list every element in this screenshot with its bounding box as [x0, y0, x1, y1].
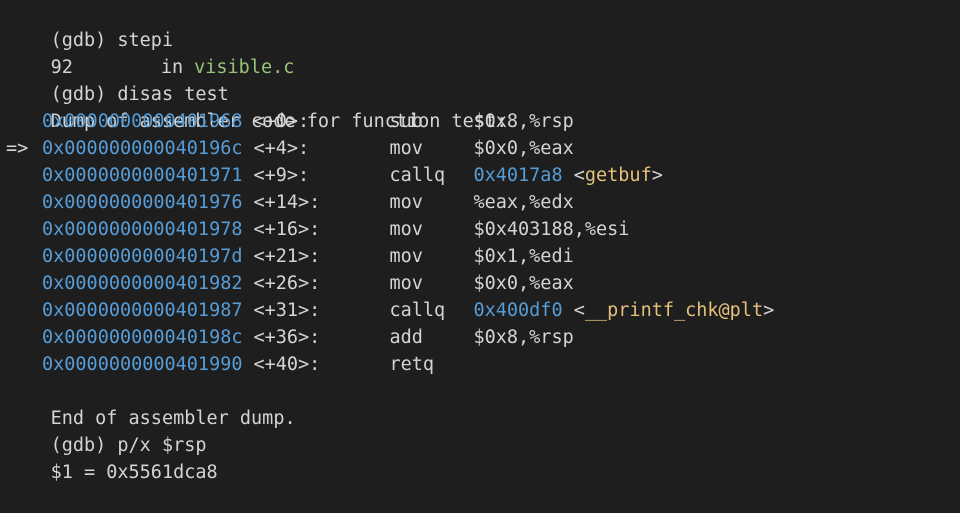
symbol-close-bracket: > [763, 300, 775, 321]
terminal-line: Dump of assembler code for function test… [6, 81, 960, 132]
instruction-mnemonic: mov [389, 219, 423, 240]
gdb-command: (gdb) stepi [50, 30, 174, 51]
instruction-mnemonic: callq [389, 165, 446, 186]
instruction-mnemonic: sub [389, 111, 423, 132]
instruction-address: 0x0000000000401971 [42, 165, 243, 186]
symbol-open-bracket: < [573, 300, 585, 321]
instruction-operands: 0x400df0 <__printf_chk@plt> [473, 297, 774, 324]
instruction-offset: <+4>: [253, 138, 310, 159]
source-line-number: 92 [50, 57, 73, 78]
instruction-mnemonic: callq [389, 300, 446, 321]
instruction-operands: $0x1,%edi [473, 246, 574, 267]
disassembly-row: 0x0000000000401976 <+14>: mov %eax,%edx [6, 189, 960, 216]
instruction-address: 0x0000000000401968 [42, 111, 243, 132]
current-instruction-marker: => [6, 138, 29, 159]
instruction-address: 0x0000000000401976 [42, 192, 243, 213]
instruction-address: 0x000000000040197d [42, 246, 243, 267]
instruction-operands: 0x4017a8 <getbuf> [473, 162, 662, 189]
disassembly-row: 0x0000000000401971 <+9>: callq 0x4017a8 … [6, 162, 960, 189]
disassembly-row: 0x0000000000401978 <+16>: mov $0x403188,… [6, 216, 960, 243]
current-instruction-marker [6, 297, 42, 324]
instruction-mnemonic: mov [389, 246, 423, 267]
source-in-label: in [160, 57, 184, 78]
current-instruction-marker [6, 324, 42, 351]
current-instruction-marker [6, 243, 42, 270]
instruction-operands: $0x8,%rsp [473, 327, 574, 348]
gdb-command: (gdb) p/x $rsp [50, 435, 207, 456]
disassembly-row: 0x000000000040198c <+36>: add $0x8,%rsp [6, 324, 960, 351]
terminal-line: 92 in visible.c [6, 27, 960, 78]
terminal[interactable]: (gdb) stepi 92 in visible.c (gdb) disas te… [0, 0, 960, 483]
output-text: $1 = 0x5561dca8 [50, 462, 218, 483]
terminal-line: (gdb) p/x $rsp [6, 405, 960, 456]
instruction-offset: <+16>: [253, 219, 321, 240]
instruction-address: 0x000000000040198c [42, 327, 243, 348]
current-instruction-marker [6, 216, 42, 243]
instruction-mnemonic: mov [389, 138, 423, 159]
instruction-address: 0x0000000000401990 [42, 354, 243, 375]
terminal-line: (gdb) stepi [6, 0, 960, 51]
instruction-offset: <+40>: [253, 354, 321, 375]
call-target-address: 0x400df0 [473, 300, 563, 321]
instruction-operands: %eax,%edx [473, 192, 574, 213]
current-instruction-marker [6, 162, 42, 189]
instruction-offset: <+36>: [253, 327, 321, 348]
instruction-address: 0x000000000040196c [42, 138, 243, 159]
instruction-mnemonic: add [389, 327, 423, 348]
instruction-operands: $0x8,%rsp [473, 111, 574, 132]
disassembly-row: => 0x000000000040196c <+4>: mov $0x0,%ea… [6, 135, 960, 162]
instruction-offset: <+14>: [253, 192, 321, 213]
instruction-operands: $0x0,%eax [473, 273, 574, 294]
call-target-address: 0x4017a8 [473, 165, 563, 186]
instruction-offset: <+26>: [253, 273, 321, 294]
disassembly-row: 0x000000000040197d <+21>: mov $0x1,%edi [6, 243, 960, 270]
source-filename: visible.c [194, 57, 295, 78]
call-target-symbol: __printf_chk@plt [584, 300, 764, 321]
current-instruction-marker [6, 270, 42, 297]
output-text: Dump of assembler code for function test… [50, 111, 508, 132]
instruction-address: 0x0000000000401978 [42, 219, 243, 240]
output-text: End of assembler dump. [50, 408, 296, 429]
instruction-offset: <+9>: [253, 165, 310, 186]
disassembly-row: 0x0000000000401987 <+31>: callq 0x400df0… [6, 297, 960, 324]
current-instruction-marker [6, 189, 42, 216]
current-instruction-marker [6, 108, 42, 135]
instruction-offset: <+0>: [253, 111, 310, 132]
instruction-mnemonic: mov [389, 273, 423, 294]
instruction-offset: <+21>: [253, 246, 321, 267]
disassembly-row: 0x0000000000401968 <+0>: sub $0x8,%rsp [6, 108, 960, 135]
gdb-command: (gdb) disas test [50, 84, 229, 105]
disassembly-row: 0x0000000000401990 <+40>: retq [6, 351, 960, 378]
instruction-address: 0x0000000000401987 [42, 300, 243, 321]
disassembly-row: 0x0000000000401982 <+26>: mov $0x0,%eax [6, 270, 960, 297]
instruction-offset: <+31>: [253, 300, 321, 321]
symbol-close-bracket: > [651, 165, 663, 186]
instruction-operands: $0x403188,%esi [473, 219, 630, 240]
call-target-symbol: getbuf [584, 165, 652, 186]
terminal-line: (gdb) disas test [6, 54, 960, 105]
symbol-open-bracket: < [573, 165, 585, 186]
instruction-mnemonic: retq [389, 354, 435, 375]
instruction-operands: $0x0,%eax [473, 138, 574, 159]
terminal-line: End of assembler dump. [6, 378, 960, 429]
instruction-address: 0x0000000000401982 [42, 273, 243, 294]
current-instruction-marker [6, 351, 42, 378]
instruction-mnemonic: mov [389, 192, 423, 213]
